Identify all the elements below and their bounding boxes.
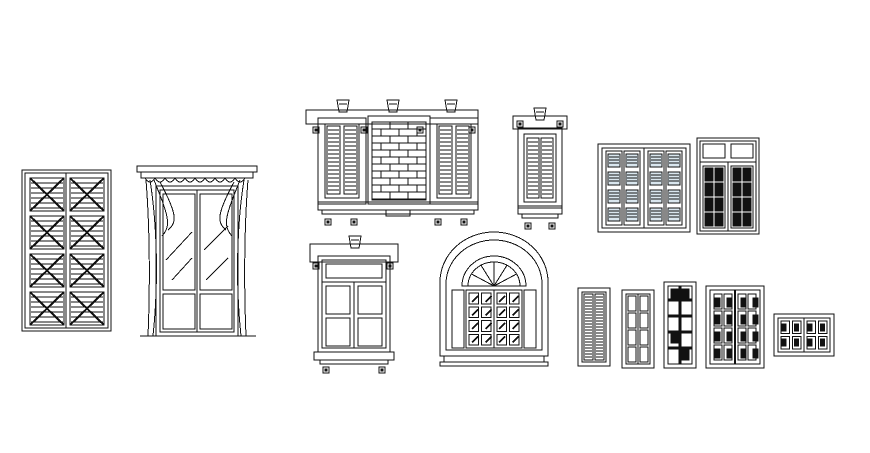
arched-fanlight-window — [440, 232, 548, 366]
double-louvered-window — [598, 144, 690, 232]
small-louvered-window — [578, 288, 610, 366]
single-shuttered-window-with-keystone — [513, 108, 567, 229]
small-paneled-window — [622, 290, 654, 368]
curtained-french-door — [137, 166, 257, 336]
six-pane-window-with-keystone — [310, 236, 398, 373]
double-casement-grid-window — [706, 286, 764, 368]
small-square-grid-window — [774, 314, 834, 356]
small-dark-muntin-window — [664, 282, 696, 368]
triple-window-with-brick-panel — [306, 100, 478, 225]
transom-grid-window — [697, 138, 759, 234]
board-and-batten-shutter — [22, 170, 111, 331]
